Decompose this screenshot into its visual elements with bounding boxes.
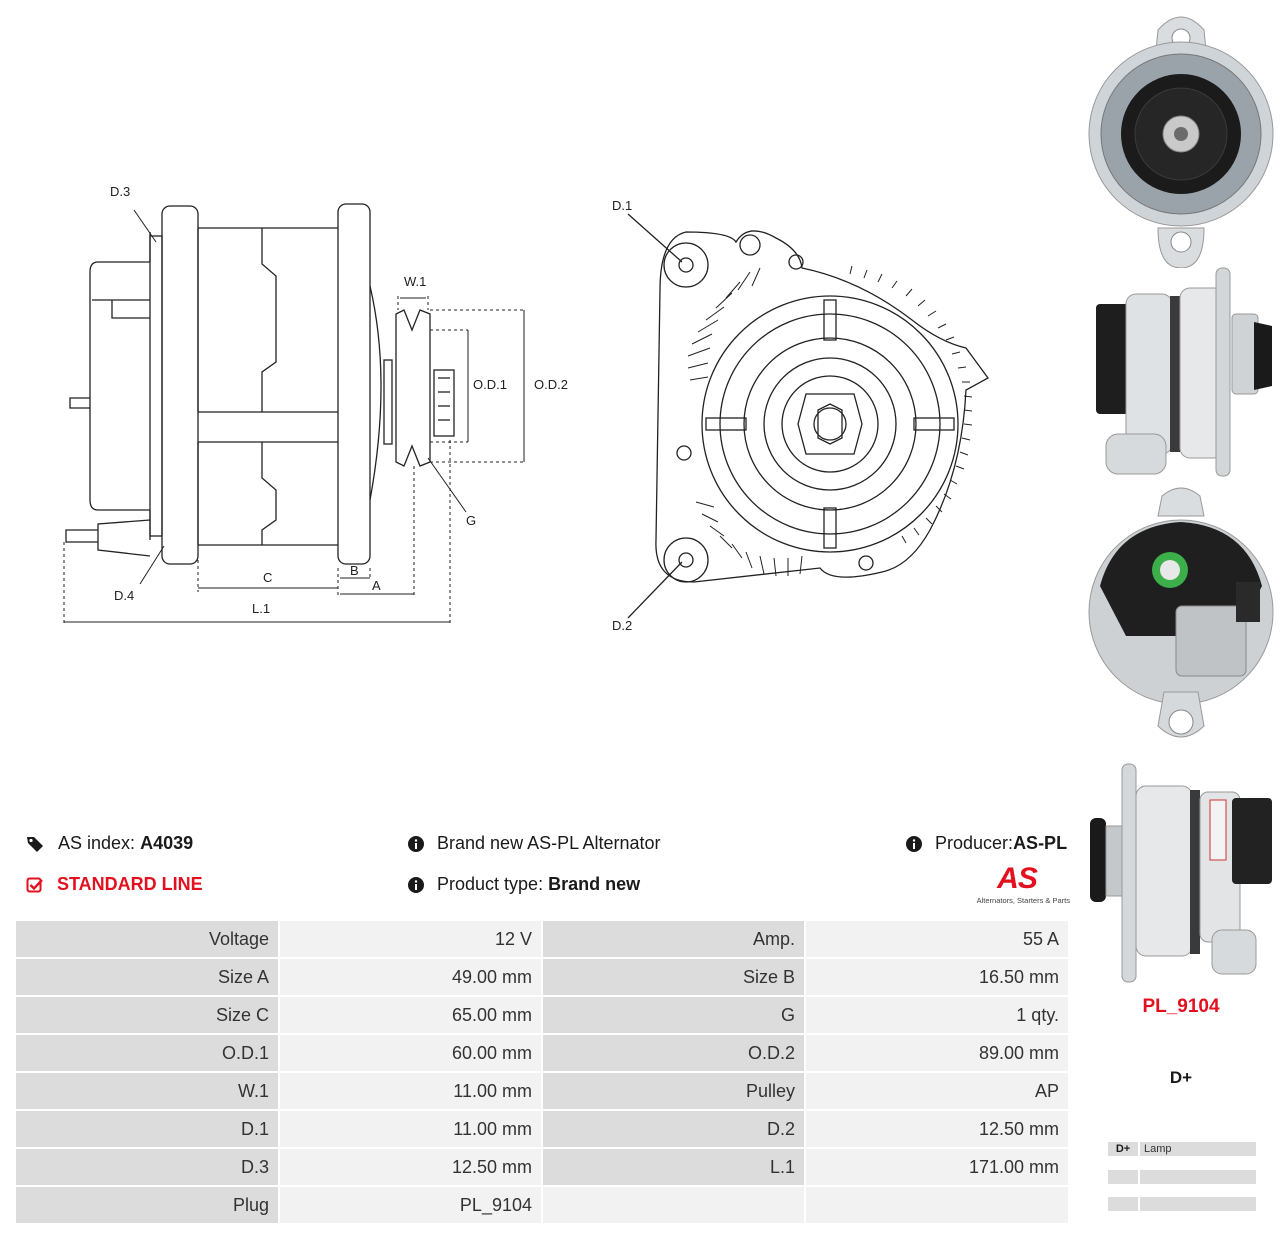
info-circle-icon [906, 836, 922, 853]
product-type-value: Brand new [548, 874, 641, 894]
as-logo-mark: AS [997, 862, 1038, 895]
spec-key [541, 1185, 806, 1225]
standard-line-label: STANDARD LINE [57, 874, 203, 894]
pin-desc [1140, 1197, 1256, 1211]
spec-value: 60.00 mm [278, 1033, 543, 1073]
spec-key: O.D.1 [14, 1033, 280, 1073]
spec-value [804, 1185, 1070, 1225]
product-type-label: Product type: [437, 874, 544, 894]
spec-key: Voltage [14, 919, 280, 959]
plug-name[interactable]: PL_9104 [1142, 996, 1220, 1017]
label-c: C [263, 570, 272, 585]
label-d3: D.3 [110, 184, 130, 199]
spec-key: Pulley [541, 1071, 806, 1111]
spec-value: AP [804, 1071, 1070, 1111]
label-d1: D.1 [612, 198, 632, 213]
spec-key: G [541, 995, 806, 1035]
label-w1: W.1 [404, 274, 426, 289]
pin-desc [1140, 1170, 1256, 1184]
as-index-label: AS index: [58, 833, 136, 853]
pin-key [1108, 1170, 1138, 1184]
product-photo-front [1088, 16, 1274, 268]
product-type: Product type: Brand new [408, 874, 640, 895]
hole-d1 [678, 257, 694, 273]
info-circle-icon [408, 877, 424, 894]
label-d2: D.2 [612, 618, 632, 633]
table-row: W.1 11.00 mm Pulley AP [14, 1071, 1070, 1111]
table-row: Voltage 12 V Amp. 55 A [14, 919, 1070, 959]
spec-value: 11.00 mm [278, 1109, 543, 1149]
spec-key: Size B [541, 957, 806, 997]
table-row: D.3 12.50 mm L.1 171.00 mm [14, 1147, 1070, 1187]
spec-value: 49.00 mm [278, 957, 543, 997]
plug-terminal: D+ [1169, 1068, 1193, 1087]
pulley [395, 309, 431, 467]
producer: Producer:AS-PL [906, 833, 1067, 854]
spec-value: 12 V [278, 919, 543, 959]
spec-value: 11.00 mm [278, 1071, 543, 1111]
spec-value: 12.50 mm [278, 1147, 543, 1187]
spec-key: L.1 [541, 1147, 806, 1187]
technical-drawing: D.3 D.4 W.1 O.D.1 O.D.2 G B C A L.1 D.1 … [63, 184, 989, 633]
spec-value: 55 A [804, 919, 1070, 959]
spec-key: Amp. [541, 919, 806, 959]
hole-d2 [678, 552, 694, 568]
spec-key: Plug [14, 1185, 280, 1225]
rear-housing [89, 261, 150, 511]
table-row: D.1 11.00 mm D.2 12.50 mm [14, 1109, 1070, 1149]
as-index: AS index: A4039 [26, 833, 193, 854]
spec-key: W.1 [14, 1071, 280, 1111]
spec-table: Voltage 12 V Amp. 55 A Size A 49.00 mm S… [14, 919, 1070, 1225]
spec-value: 16.50 mm [804, 957, 1070, 997]
pin-key: D+ [1108, 1142, 1138, 1156]
pin-row [1108, 1170, 1256, 1184]
label-od1: O.D.1 [473, 377, 507, 392]
spec-value: 89.00 mm [804, 1033, 1070, 1073]
spec-value: 171.00 mm [804, 1147, 1070, 1187]
check-square-icon [26, 877, 43, 893]
label-b: B [350, 563, 359, 578]
pin-row [1108, 1197, 1256, 1211]
spec-value: 1 qty. [804, 995, 1070, 1035]
spec-key: O.D.2 [541, 1033, 806, 1073]
spec-key: D.3 [14, 1147, 280, 1187]
spec-key: D.1 [14, 1109, 280, 1149]
label-g: G [466, 513, 476, 528]
producer-value: AS-PL [1013, 833, 1068, 853]
spec-key: Size A [14, 957, 280, 997]
brand-info: Brand new AS-PL Alternator [408, 833, 660, 854]
table-row: Size C 65.00 mm G 1 qty. [14, 995, 1070, 1035]
as-logo-tagline: Alternators, Starters & Parts [976, 896, 1070, 905]
as-index-value: A4039 [140, 833, 194, 853]
table-row: Plug PL_9104 [14, 1185, 1070, 1225]
product-photo-side [1096, 267, 1272, 477]
spec-key: Size C [14, 995, 280, 1035]
shaft-nut [797, 393, 863, 455]
brand-label: Brand new AS-PL Alternator [437, 833, 661, 853]
product-photo-rear [1088, 487, 1274, 738]
table-row: O.D.1 60.00 mm O.D.2 89.00 mm [14, 1033, 1070, 1073]
pin-desc: Lamp [1140, 1142, 1256, 1156]
front-flange [337, 203, 371, 565]
spec-value: 12.50 mm [804, 1109, 1070, 1149]
label-od2: O.D.2 [534, 377, 568, 392]
as-logo: AS Alternators, Starters & Parts [962, 864, 1070, 908]
producer-label: Producer: [935, 833, 1014, 853]
label-a: A [372, 578, 381, 593]
front-flange-rear [161, 205, 199, 565]
spec-key: D.2 [541, 1109, 806, 1149]
label-d4: D.4 [114, 588, 134, 603]
spec-value: 65.00 mm [278, 995, 543, 1035]
standard-line: STANDARD LINE [26, 874, 203, 895]
info-circle-icon [408, 836, 424, 853]
table-row: Size A 49.00 mm Size B 16.50 mm [14, 957, 1070, 997]
pin-key [1108, 1197, 1138, 1211]
spec-value: PL_9104 [278, 1185, 543, 1225]
pin-row: D+ Lamp [1108, 1142, 1256, 1156]
tag-icon [27, 837, 43, 853]
label-l1: L.1 [252, 601, 270, 616]
product-photo-side-2 [1090, 763, 1272, 983]
